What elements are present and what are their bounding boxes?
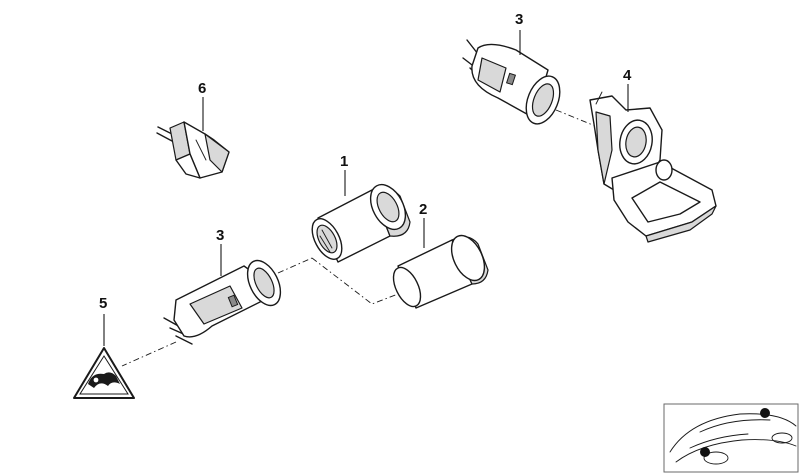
assembly-line-1 [277, 257, 313, 274]
part-label-1: 1 [340, 153, 348, 170]
part-2-cap[interactable] [388, 230, 491, 310]
part-6-socket[interactable] [156, 121, 230, 179]
car-location-icon [663, 403, 799, 473]
location-dot-top [760, 408, 770, 418]
part-label-5: 5 [99, 295, 107, 312]
part-4-bracket[interactable] [589, 91, 717, 243]
location-dot-bottom [700, 447, 710, 457]
part-label-3-top: 3 [515, 11, 523, 28]
assembly-line-3 [121, 341, 177, 367]
warning-triangle-icon[interactable] [73, 347, 135, 399]
part-label-2: 2 [419, 201, 427, 218]
assembly-line-2 [311, 257, 399, 305]
part-3-top-socket[interactable] [462, 39, 566, 129]
part-label-6: 6 [198, 80, 206, 97]
part-3-bottom-socket[interactable] [163, 255, 287, 345]
part-label-4: 4 [623, 67, 632, 84]
part-1-insert[interactable] [306, 179, 412, 264]
part-label-3-bottom: 3 [216, 227, 224, 244]
